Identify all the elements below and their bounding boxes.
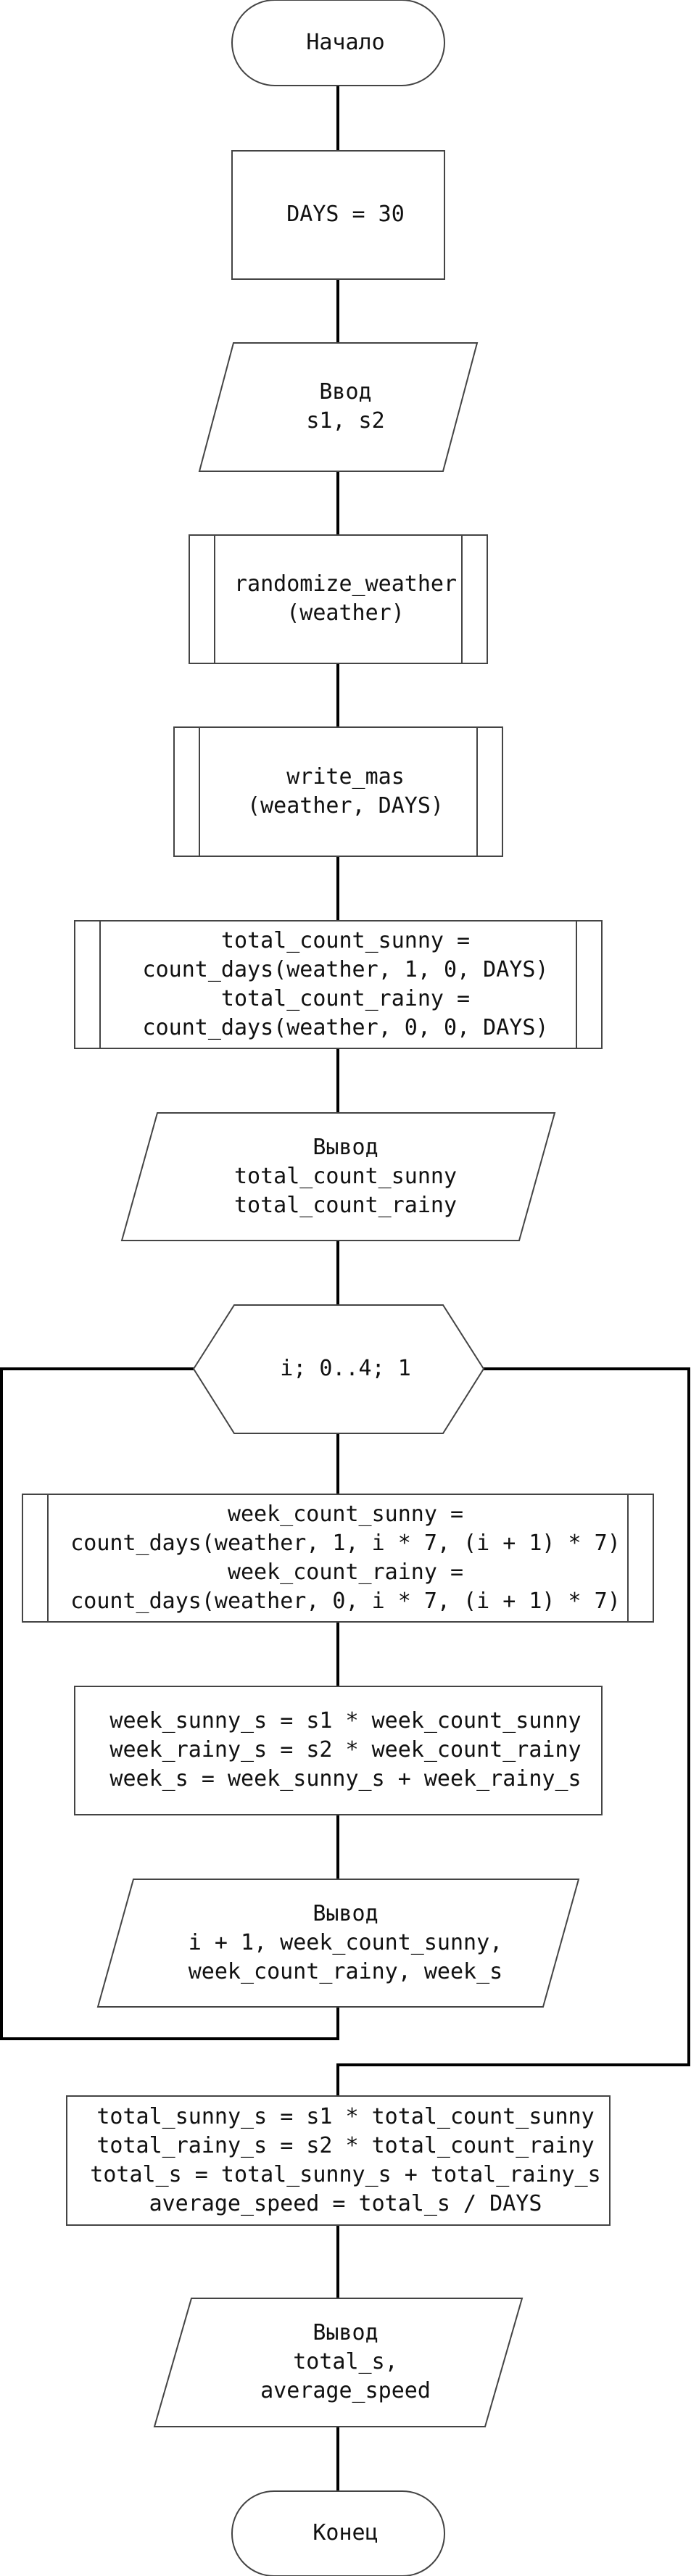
total-calc-label: total_sunny_s = s1 * total_count_sunny t… — [0, 2103, 691, 2219]
week-count-label: week_count_sunny = count_days(weather, 1… — [0, 1500, 691, 1616]
total-calc-line: total_sunny_s = s1 * total_count_sunny — [96, 2104, 595, 2129]
randomize-line: randomize_weather — [233, 571, 458, 597]
output-final-line: average_speed — [260, 2378, 431, 2403]
writemas-line: write_mas — [286, 764, 405, 790]
week-calc-line: week_rainy_s = s2 * week_count_rainy — [109, 1737, 582, 1763]
week-calc-label: week_sunny_s = s1 * week_count_sunny wee… — [0, 1707, 691, 1794]
output-final-line: total_s, — [293, 2349, 398, 2374]
output-totals-parallelogram — [120, 1112, 556, 1241]
week-count-line: week_count_rainy = — [227, 1560, 464, 1585]
input-parallelogram — [198, 342, 479, 472]
output-final-line: Вывод — [313, 2320, 378, 2345]
count-totals-subprocess — [74, 920, 603, 1049]
loop-text: i; 0..4; 1 — [280, 1356, 411, 1381]
end-terminator — [231, 2490, 445, 2576]
randomize-subprocess — [189, 534, 488, 664]
connectors — [0, 86, 690, 2491]
start-label: Начало — [0, 28, 691, 57]
total-calc-line: average_speed = total_s / DAYS — [149, 2191, 542, 2216]
input-line: s1, s2 — [306, 408, 385, 434]
output-totals-line: total_count_sunny — [233, 1164, 458, 1189]
total-calc-process-box — [66, 2095, 611, 2226]
writemas-subprocess — [173, 726, 503, 857]
count-totals-label: total_count_sunny = count_days(weather, … — [0, 927, 691, 1043]
end-label: Конец — [0, 2519, 691, 2548]
week-calc-process-box — [74, 1686, 603, 1815]
randomize-label: randomize_weather (weather) — [0, 570, 691, 628]
loop-back-line — [0, 1367, 339, 2040]
output-week-line: week_count_rainy, week_s — [188, 1959, 503, 1984]
week-calc-line: week_sunny_s = s1 * week_count_sunny — [109, 1708, 582, 1734]
end-text: Конец — [313, 2520, 378, 2546]
count-totals-line: total_count_sunny = — [220, 928, 471, 953]
writemas-label: write_mas (weather, DAYS) — [0, 763, 691, 821]
week-count-line: count_days(weather, 1, i * 7, (i + 1) * … — [70, 1531, 621, 1556]
output-totals-line: total_count_rainy — [233, 1193, 458, 1218]
week-count-subprocess — [22, 1494, 654, 1623]
start-text: Начало — [306, 30, 385, 55]
output-final-parallelogram — [153, 2298, 524, 2427]
output-week-line: i + 1, week_count_sunny, — [188, 1930, 503, 1955]
output-totals-line: Вывод — [313, 1135, 378, 1160]
count-totals-line: count_days(weather, 1, 0, DAYS) — [142, 957, 549, 982]
days-process-box — [231, 150, 445, 280]
loop-label: i; 0..4; 1 — [0, 1354, 691, 1383]
output-week-parallelogram — [96, 1879, 580, 2008]
total-calc-line: total_s = total_sunny_s + total_rainy_s — [90, 2162, 601, 2187]
loop-exit-line — [336, 1367, 690, 2096]
total-calc-line: total_rainy_s = s2 * total_count_rainy — [96, 2133, 595, 2158]
output-week-line: Вывод — [313, 1901, 378, 1926]
week-count-line: count_days(weather, 0, i * 7, (i + 1) * … — [70, 1589, 621, 1614]
output-week-label: Вывод i + 1, week_count_sunny, week_coun… — [0, 1900, 691, 1987]
loop-hexagon — [192, 1304, 485, 1434]
output-final-label: Вывод total_s, average_speed — [0, 2319, 691, 2406]
days-label: DAYS = 30 — [0, 200, 691, 229]
input-label: Ввод s1, s2 — [0, 378, 691, 436]
randomize-line: (weather) — [286, 600, 405, 626]
writemas-line: (weather, DAYS) — [247, 793, 444, 819]
output-totals-label: Вывод total_count_sunny total_count_rain… — [0, 1133, 691, 1220]
days-text: DAYS = 30 — [286, 202, 405, 227]
week-calc-line: week_s = week_sunny_s + week_rainy_s — [109, 1766, 582, 1792]
count-totals-line: total_count_rainy = — [220, 986, 471, 1011]
count-totals-line: count_days(weather, 0, 0, DAYS) — [142, 1015, 549, 1040]
input-line: Ввод — [319, 379, 372, 405]
start-terminator — [231, 0, 445, 86]
week-count-line: week_count_sunny = — [227, 1502, 464, 1527]
